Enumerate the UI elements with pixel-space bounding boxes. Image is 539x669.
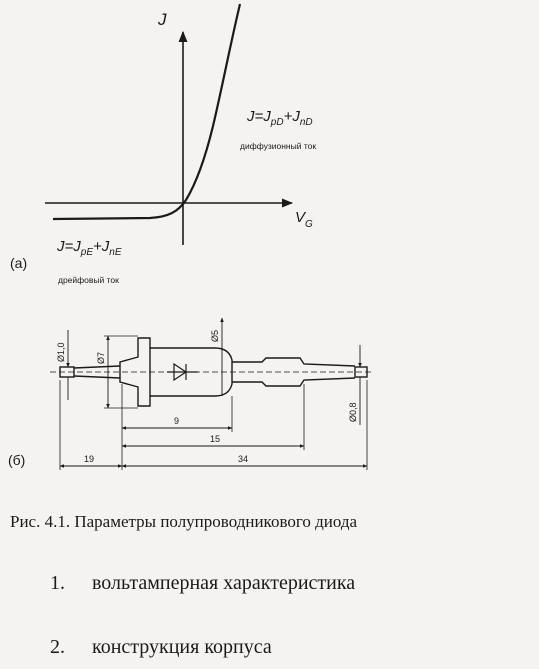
diode-package-drawing xyxy=(50,317,372,470)
reverse-current-note: дрейфовый ток xyxy=(58,275,119,285)
list-item-text: конструкция корпуса xyxy=(92,636,272,658)
neck xyxy=(232,357,356,387)
list-item: 2. конструкция корпуса xyxy=(50,636,272,659)
dim-len-total: 15 xyxy=(210,434,220,444)
iv-characteristic: J VG J=JpD+JnD диффузионный ток J=JpE+Jn… xyxy=(10,3,316,285)
x-axis-label: VG xyxy=(295,209,313,230)
reverse-current-formula: J=JpE+JnE xyxy=(56,238,122,258)
dim-len-right: 34 xyxy=(238,454,248,464)
iv-curve xyxy=(52,3,242,221)
dimension-labels: Ø1,0 Ø7 Ø5 Ø0,8 9 15 19 34 (б) xyxy=(8,330,358,468)
forward-current-note: диффузионный ток xyxy=(240,141,316,151)
list-item-number: 1. xyxy=(50,572,65,594)
diode-symbol xyxy=(167,362,198,382)
dim-d-wire: Ø0,8 xyxy=(348,402,358,422)
figure-b-label: (б) xyxy=(8,452,25,468)
dim-d-body: Ø7 xyxy=(96,352,106,364)
y-axis-label: J xyxy=(157,10,167,29)
dim-len-body: 9 xyxy=(174,416,179,426)
forward-current-formula: J=JpD+JnD xyxy=(246,108,313,128)
left-lead xyxy=(73,365,121,379)
list-item-number: 2. xyxy=(50,636,65,658)
figure-caption: Рис. 4.1. Параметры полупроводникового д… xyxy=(10,512,358,531)
dim-len-left: 19 xyxy=(84,454,94,464)
list-item: 1. вольтамперная характеристика xyxy=(50,572,355,595)
diode-body xyxy=(119,337,233,407)
dim-d-lead: Ø1,0 xyxy=(56,342,66,362)
figure-a-label: (а) xyxy=(10,255,27,271)
dim-d-neck: Ø5 xyxy=(210,330,220,342)
list-item-text: вольтамперная характеристика xyxy=(92,572,356,594)
